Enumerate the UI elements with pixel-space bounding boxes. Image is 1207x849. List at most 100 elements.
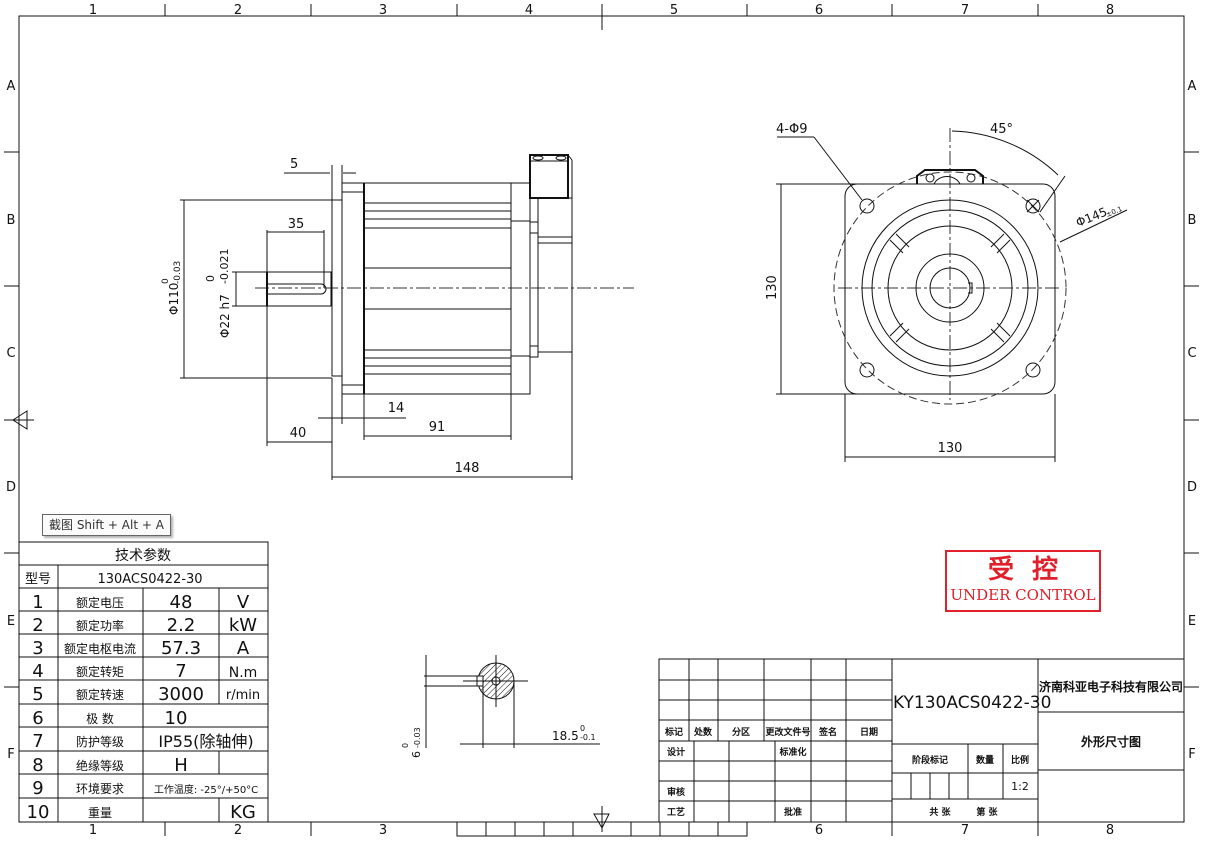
rev-header-date: 日期 [860,726,878,738]
design-label: 设计 [667,746,685,758]
dim-shaft-length: 35 [288,217,305,232]
zone-col-3-bottom: 3 [379,823,387,838]
spec-model-label: 型号 [25,572,51,587]
spec-row-unit: r/min [226,688,260,703]
dim-front-height: 130 [765,275,780,300]
spec-row-name: 绝缘等级 [76,758,124,773]
spec-row-name: 额定电压 [76,595,124,610]
spec-row-no: 8 [32,755,43,776]
scale-value: 1:2 [1011,780,1029,793]
spec-row-unit: kW [229,615,257,636]
zone-row-a-right: A [1188,79,1197,94]
dim-front-width: 130 [938,441,963,456]
spec-row-no: 4 [32,661,43,682]
spec-row-value: 3000 [158,684,204,705]
bottom-zone-ruler: 1 2 3 6 7 8 [89,806,1114,838]
spec-row-name: 极 数 [86,711,114,726]
dim-pilot-tol-lower: -0.03 [173,261,183,284]
drawing-title: 外形尺寸图 [1081,734,1141,749]
approve-label: 批准 [784,806,802,818]
stamp-english: UNDER CONTROL [950,586,1096,604]
spec-row-name: 额定转矩 [76,664,124,679]
quantity-label: 数量 [976,754,994,766]
sheets-total-label: 共 张 [929,806,951,818]
dim-pcd-tol: ±0.1 [1105,205,1124,219]
zone-col-1: 1 [89,3,97,18]
scale-label: 比例 [1011,754,1029,766]
spec-table-title: 技术参数 [115,547,171,564]
shaft-section-view: 6 0 -0.03 18.5 0 -0.1 [401,655,600,758]
dim-pcd: Φ145 [1074,205,1109,230]
dim-key-width-tol-lower: -0.03 [413,727,422,748]
dim-shaft-offset: 40 [290,426,307,441]
spec-row-unit: KG [230,802,256,823]
rev-header-sign: 签名 [818,726,837,738]
rev-header-doc-no: 更改文件号 [765,726,810,738]
zone-row-f-right: F [1188,747,1195,762]
spec-model-value: 130ACS0422-30 [97,572,202,587]
spec-row-no: 1 [32,592,43,613]
spec-row-name: 额定功率 [76,618,124,633]
spec-row-no: 5 [32,684,43,705]
spec-row-unit: N.m [229,665,258,681]
spec-row-name: 额定电枢电流 [64,641,136,656]
spec-row-name: 环境要求 [76,781,124,796]
zone-col-1-bottom: 1 [89,823,97,838]
spec-row-value: 48 [170,592,193,613]
process-label: 工艺 [667,806,685,818]
stage-label: 阶段标记 [912,754,948,766]
dim-pilot-diameter: Φ110 [167,283,181,315]
review-label: 审核 [667,786,685,798]
rev-header-count: 处数 [693,726,713,738]
sheet-number-label: 第 张 [976,806,998,818]
dim-key-depth-tol-upper: 0 [580,724,585,733]
zone-row-e-right: E [1188,614,1196,629]
spec-row-name: 防护等级 [76,734,124,749]
spec-row-value: 2.2 [167,615,196,636]
zone-col-6: 6 [815,3,823,18]
dim-flange-width: 14 [388,401,405,416]
dim-shaft-diameter: Φ22 h7 [218,294,232,338]
rev-header-zone: 分区 [732,726,750,738]
zone-col-3: 3 [379,3,387,18]
dim-angle: 45° [990,122,1013,137]
zone-row-d: D [6,480,16,495]
spec-row-no: 10 [27,802,50,823]
dim-key-width: 6 [410,751,423,758]
dim-mounting-holes: 4-Φ9 [776,122,807,137]
front-view: 4-Φ9 45° Φ145 ±0.1 130 130 [765,122,1128,462]
spec-row-no: 7 [32,731,43,752]
zone-row-b-right: B [1188,213,1197,228]
dim-total-length: 148 [455,461,480,476]
standardize-label: 标准化 [778,746,806,758]
spec-row-no: 3 [32,638,43,659]
dim-shaft-tol-upper: 0 [204,275,217,282]
zone-row-a: A [7,79,16,94]
zone-col-4: 4 [525,3,533,18]
zone-col-6-bottom: 6 [815,823,823,838]
zone-row-e: E [7,614,15,629]
dim-flange-thickness: 5 [290,157,298,172]
company-name: 济南科亚电子科技有限公司 [1039,679,1183,694]
stamp-chinese: 受控 [987,555,1076,585]
dim-key-depth-tol-lower: -0.1 [580,733,596,742]
zone-col-2: 2 [234,3,242,18]
spec-row-no: 2 [32,615,43,636]
rev-header-mark: 标记 [664,726,683,738]
zone-row-b: B [7,213,16,228]
zone-col-8-bottom: 8 [1106,823,1114,838]
spec-row-unit: V [237,592,250,613]
zone-row-f: F [7,747,14,762]
spec-row-value: 工作温度: -25°/+50°C [154,783,258,796]
under-control-stamp: 受控 UNDER CONTROL [945,550,1101,612]
side-zone-ruler: A B C D E F A B C D E F [4,79,1199,762]
zone-col-7: 7 [961,3,969,18]
zone-col-8: 8 [1106,3,1114,18]
dim-key-width-tol-upper: 0 [401,743,410,748]
zone-col-2-bottom: 2 [234,823,242,838]
spec-table: 技术参数 型号 130ACS0422-30 [18,541,269,823]
drawing-number: KY130ACS0422-30 [893,693,1051,713]
zone-col-7-bottom: 7 [961,823,969,838]
spec-rows: 1 额定电压 48 V 2 额定功率 2.2 kW 3 额定电枢电流 57.3 … [27,592,261,823]
